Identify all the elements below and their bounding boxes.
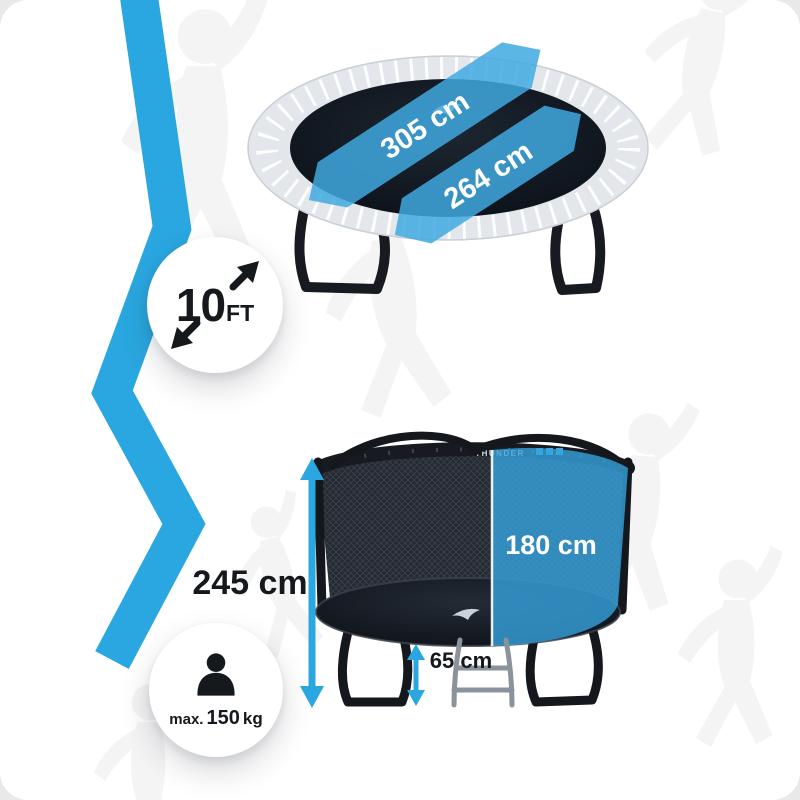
enclosure-pole-left [313, 457, 327, 613]
top-view-trampoline: 305 cm 264 cm [247, 42, 649, 295]
net-height-highlight [492, 448, 628, 646]
enclosure-pole-right [617, 457, 633, 615]
size-badge: 10 FT [147, 237, 283, 373]
weight-value: 150 [206, 707, 240, 729]
weight-label: max. 150 kg [169, 707, 262, 730]
outer-diameter-band [308, 42, 541, 208]
frame-height-arrow [407, 644, 425, 706]
mat-rim [315, 577, 621, 647]
size-label: 10 FT [176, 278, 254, 332]
total-height-label: 245 cm [192, 564, 307, 602]
inner-diameter-band [394, 105, 581, 244]
expand-diagonal-arrow-icon [171, 261, 259, 349]
ladder [451, 637, 515, 708]
zigzag-ribbon [91, 0, 206, 669]
person-icon [197, 653, 235, 696]
net-arch-pole-left [327, 431, 477, 471]
mat-logo-icon-side [452, 608, 480, 620]
frame-height-label: 65 cm [430, 648, 492, 673]
top-view-legs [294, 200, 606, 295]
weight-prefix: max. [169, 711, 204, 728]
jumper-silhouette [678, 546, 783, 747]
net-arch-pole-right [476, 433, 629, 471]
frame-legs [337, 611, 603, 707]
net-height-label: 180 cm [505, 530, 597, 560]
side-view-trampoline: THUNDER 180 cm [192, 431, 635, 708]
size-value: 10 [175, 279, 226, 331]
total-height-arrow [300, 458, 324, 708]
net-arch-clip [471, 445, 481, 455]
weight-unit: kg [242, 709, 263, 728]
size-unit: FT [226, 300, 255, 326]
weight-badge: max. 150 kg [149, 623, 283, 757]
